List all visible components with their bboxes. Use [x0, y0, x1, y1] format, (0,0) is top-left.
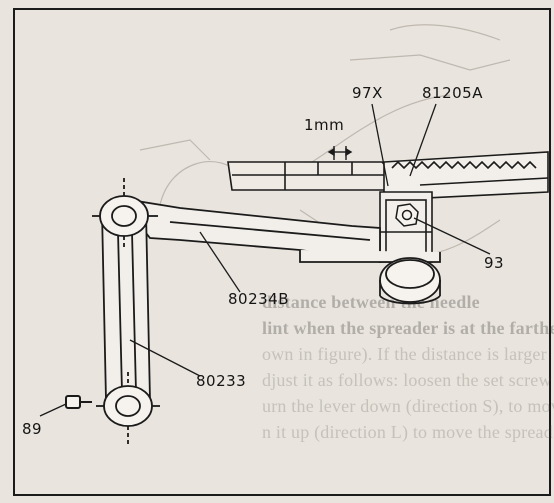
- bleed-through-line: n it up (direction L) to move the spread: [262, 422, 553, 442]
- dimension-marks: [327, 146, 353, 160]
- bleed-through-line: own in figure). If the distance is large…: [262, 344, 547, 364]
- set-screw: [395, 203, 419, 227]
- label-81205a: 81205A: [422, 84, 483, 102]
- upper-pivot: [92, 178, 158, 250]
- figure-frame: [13, 8, 551, 496]
- bleed-through-line: urn the lever down (direction S), to mov…: [262, 396, 554, 416]
- bleed-through-line: lint when the spreader is at the farthes…: [262, 318, 554, 338]
- right-roller: [379, 257, 441, 305]
- label-97x: 97X: [352, 84, 383, 102]
- spreader: [383, 151, 549, 201]
- screw-89: [65, 395, 92, 409]
- label-80233: 80233: [196, 372, 247, 390]
- leader-lines: [39, 103, 491, 417]
- label-93: 93: [484, 254, 505, 272]
- needle-plate: [227, 161, 389, 191]
- lower-pivot: [96, 372, 160, 444]
- label-80234b: 80234B: [228, 290, 290, 308]
- link-80233: [101, 211, 151, 401]
- label-1mm: 1mm: [304, 116, 345, 134]
- lever-arm-80234b: [115, 196, 441, 264]
- bleed-through-line: djust it as follows: loosen the set scre…: [262, 370, 552, 390]
- label-89: 89: [22, 420, 43, 438]
